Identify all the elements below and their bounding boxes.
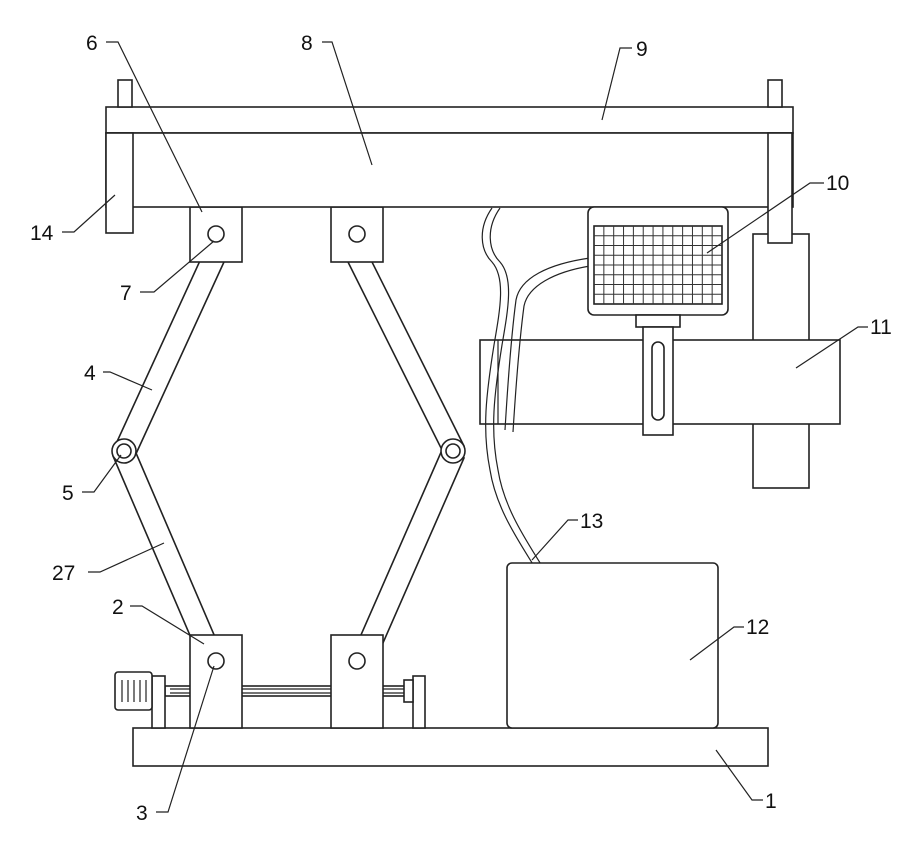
bottom-right-hinge-block [331, 635, 383, 728]
shaft-slot [652, 342, 664, 420]
right-middle-hinge-pin [446, 444, 460, 458]
top-left-pin [208, 226, 224, 242]
label-11: 11 [870, 316, 892, 339]
label-12: 12 [746, 616, 769, 639]
bottom-right-pin [349, 653, 365, 669]
label-9: 9 [636, 38, 648, 61]
label-6: 6 [86, 32, 98, 55]
label-5: 5 [62, 482, 74, 505]
right-upper-arm [348, 250, 464, 458]
label-7: 7 [120, 282, 132, 305]
left-bearing-post [152, 676, 165, 728]
label-10: 10 [826, 172, 849, 195]
bottom-left-pin [208, 653, 224, 669]
top-right-pin [349, 226, 365, 242]
top-beam [106, 133, 793, 207]
control-box [507, 563, 718, 728]
shaft-collar [636, 315, 680, 327]
label-2: 2 [112, 596, 124, 619]
label-8: 8 [301, 32, 313, 55]
top-plate [106, 107, 793, 133]
base-plate [133, 728, 768, 766]
left-middle-hinge-pin [117, 444, 131, 458]
left-side-post [106, 133, 133, 233]
label-13: 13 [580, 510, 603, 533]
label-14: 14 [30, 222, 54, 245]
label-1: 1 [765, 790, 777, 813]
screw-nut [404, 680, 413, 702]
scissor-mechanism [112, 250, 465, 668]
label-27: 27 [52, 562, 75, 585]
bottom-left-hinge-block [190, 635, 242, 728]
right-bearing-post [413, 676, 425, 728]
label-4: 4 [84, 362, 96, 385]
left-stud [118, 80, 132, 107]
right-side-post [768, 133, 792, 243]
label-3: 3 [136, 802, 148, 825]
right-stud [768, 80, 782, 107]
